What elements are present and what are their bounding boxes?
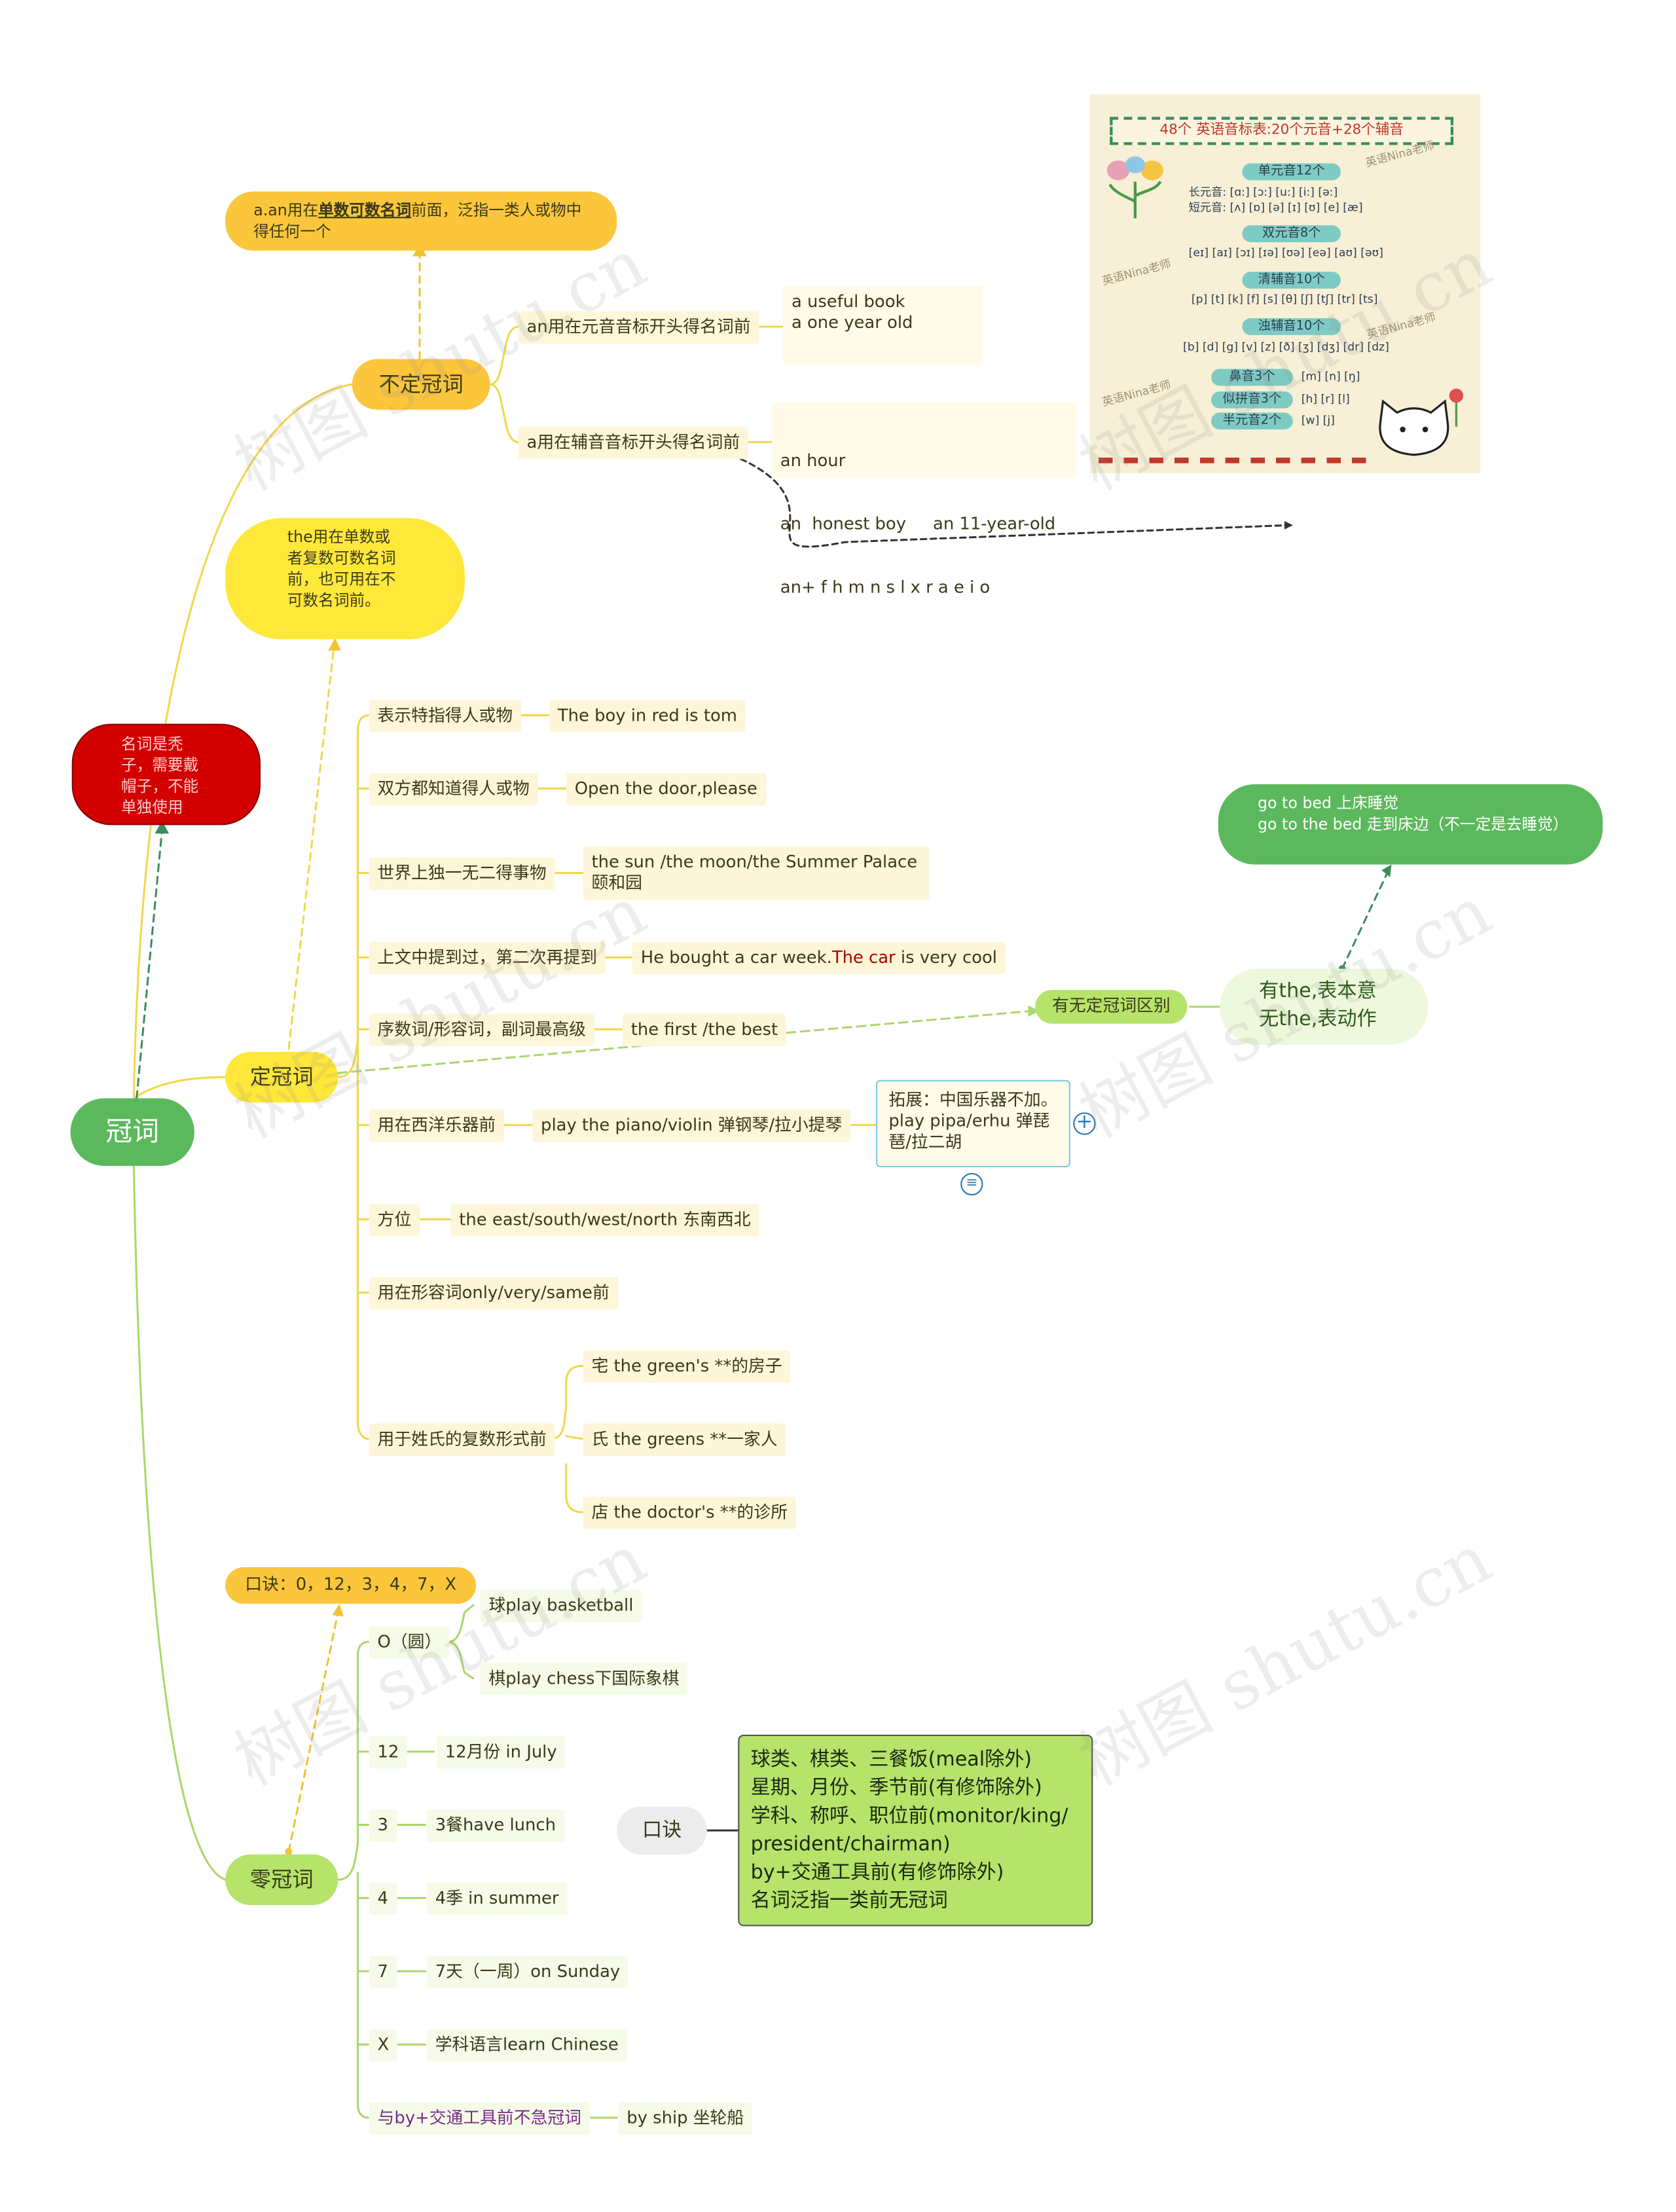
mentioned-example-tail: is very cool — [895, 947, 997, 968]
nasal-tag: 鼻音3个 — [1211, 369, 1293, 386]
voiceless-consonants: [p] [t] [k] [f] [s] [θ] [ʃ] [tʃ] [tr] [t… — [1191, 293, 1378, 306]
vowel-tag: 单元音12个 — [1242, 163, 1341, 181]
zero-mnemonic-top[interactable]: 口诀：0，12，3，4，7，X — [225, 1567, 477, 1604]
zero-key-transport[interactable]: 与by+交通工具前不急冠词 — [369, 2102, 590, 2135]
mnemonic-line-4: by+交通工具前(有修饰除外) — [750, 1861, 1004, 1884]
expand-plus-icon[interactable]: + — [1073, 1112, 1096, 1135]
definite-example-mentioned[interactable]: He bought a car week.The car is very coo… — [632, 941, 1006, 975]
zero-key-7[interactable]: 7 — [369, 1955, 397, 1989]
definite-example-specific[interactable]: The boy in red is tom — [549, 699, 746, 733]
an-example-1: a useful book — [791, 291, 905, 312]
definite-article-node[interactable]: 定冠词 — [225, 1051, 338, 1103]
definite-rule-instruments[interactable]: 用在西洋乐器前 — [369, 1109, 505, 1142]
meaning-without-the: 无the,表动作 — [1259, 1008, 1377, 1031]
mentioned-example-text: He bought a car week. — [640, 947, 832, 968]
with-without-the-node[interactable]: 有无定冠词区别 — [1035, 990, 1188, 1024]
indefinite-note-after: 前面，泛指一类人或物中得任何一个 — [253, 201, 582, 241]
zero-example-season[interactable]: 4季 in summer — [426, 1882, 568, 1915]
definite-example-direction[interactable]: the east/south/west/north 东南西北 — [450, 1204, 759, 1237]
an-example-2: a one year old — [791, 312, 913, 333]
definite-example-unique[interactable]: the sun /the moon/the Summer Palace颐和园 — [583, 846, 930, 900]
definite-example-instruments[interactable]: play the piano/violin 弹钢琴/拉小提琴 — [532, 1109, 851, 1142]
zero-key-12[interactable]: 12 — [369, 1736, 408, 1769]
zero-example-ship[interactable]: by ship 坐轮船 — [618, 2102, 753, 2135]
mnemonic-list[interactable]: 球类、棋类、三餐饭(meal除外) 星期、月份、季节前(有修饰除外) 学科、称呼… — [738, 1734, 1093, 1927]
definite-rule-known[interactable]: 双方都知道得人或物 — [369, 772, 538, 806]
root-node[interactable]: 冠词 — [70, 1098, 194, 1166]
indefinite-note-before: a.an用在 — [253, 201, 319, 220]
zero-example-weekday[interactable]: 7天（一周）on Sunday — [426, 1955, 629, 1989]
definite-note[interactable]: the用在单数或者复数可数名词前，也可用在不可数名词前。 — [225, 518, 465, 640]
bed-example-2: go to the bed 走到床边（不一定是去睡觉） — [1258, 815, 1569, 834]
phonetic-chart-title: 48个 英语音标表:20个元音+28个辅音 — [1110, 117, 1454, 145]
definite-rule-unique[interactable]: 世界上独一无二得事物 — [369, 857, 555, 890]
nasals: [m] [n] [ŋ] — [1301, 370, 1360, 384]
long-vowels: 长元音: [ɑ:] [ɔ:] [u:] [i:] [ə:] — [1188, 185, 1338, 199]
an-examples[interactable]: a useful book a one year old — [783, 285, 983, 365]
zero-example-subject[interactable]: 学科语言learn Chinese — [426, 2029, 627, 2061]
zero-key-3[interactable]: 3 — [369, 1809, 397, 1842]
voiced-tag: 浊辅音10个 — [1242, 318, 1341, 335]
mnemonic-line-2: 星期、月份、季节前(有修饰除外) — [750, 1777, 1042, 1800]
zero-example-ball[interactable]: 球play basketball — [480, 1589, 642, 1622]
note-list-icon[interactable]: ≡ — [960, 1172, 983, 1196]
zero-example-chess[interactable]: 棋play chess下国际象棋 — [480, 1663, 688, 1695]
definite-rule-surnames[interactable]: 用于姓氏的复数形式前 — [369, 1423, 555, 1457]
meaning-with-the: 有the,表本意 — [1259, 980, 1377, 1003]
short-vowels: 短元音: [ʌ] [ɒ] [ə] [ɪ] [ʊ] [e] [æ] — [1188, 201, 1363, 214]
chart-watermark-2: 英语Nina老师 — [1101, 257, 1173, 288]
a-example-3: an+ f h m n s l x r a e i o — [780, 577, 991, 597]
definite-rule-superlative[interactable]: 序数词/形容词，副词最高级 — [369, 1013, 594, 1047]
chart-watermark-4: 英语Nina老师 — [1101, 378, 1173, 409]
a-examples[interactable]: an hour an honest boy an 11-year-old an+… — [771, 403, 1076, 597]
definite-example-known[interactable]: Open the door,please — [566, 772, 766, 806]
surname-example-family[interactable]: 氏 the greens **一家人 — [583, 1423, 786, 1457]
a-example-1: an hour — [780, 450, 846, 471]
a-example-2: an honest boy an 11-year-old — [780, 514, 1056, 534]
voiced-consonants: [b] [d] [g] [v] [z] [ð] [ʒ] [dʒ] [dr] [d… — [1183, 340, 1389, 354]
mnemonic-line-1: 球类、棋类、三餐饭(meal除外) — [750, 1749, 1032, 1771]
tulip-icon — [1106, 156, 1163, 219]
definite-rule-adjectives[interactable]: 用在形容词only/very/same前 — [369, 1277, 618, 1310]
a-rule[interactable]: a用在辅音音标开头得名词前 — [518, 426, 749, 460]
indefinite-article-node[interactable]: 不定冠词 — [352, 359, 490, 410]
zero-example-meal[interactable]: 3餐have lunch — [426, 1809, 564, 1842]
indefinite-note[interactable]: a.an用在单数可数名词前面，泛指一类人或物中得任何一个 — [225, 191, 617, 251]
mnemonic-label[interactable]: 口诀 — [617, 1806, 707, 1855]
meaning-node[interactable]: 有the,表本意 无the,表动作 — [1219, 968, 1429, 1045]
definite-example-superlative[interactable]: the first /the best — [622, 1013, 786, 1047]
extension-note[interactable]: 拓展：中国乐器不加。play pipa/erhu 弹琵琶/拉二胡 — [876, 1079, 1070, 1168]
pinyin-like: [h] [r] [l] — [1301, 393, 1350, 406]
an-rule[interactable]: an用在元音音标开头得名词前 — [518, 311, 759, 344]
indefinite-note-bold: 单数可数名词 — [318, 201, 412, 220]
definite-rule-direction[interactable]: 方位 — [369, 1204, 420, 1237]
chart-bottom-stripe — [1098, 458, 1366, 463]
mnemonic-line-3: 学科、称呼、职位前(monitor/king/president/chairma… — [750, 1805, 1068, 1856]
surname-example-house[interactable]: 宅 the green's **的房子 — [583, 1350, 791, 1383]
mnemonic-line-5: 名词泛指一类前无冠词 — [750, 1889, 948, 1912]
zero-key-x[interactable]: X — [369, 2029, 398, 2061]
bed-examples-node[interactable]: go to bed 上床睡觉 go to the bed 走到床边（不一定是去睡… — [1218, 784, 1603, 865]
bed-example-1: go to bed 上床睡觉 — [1258, 794, 1399, 813]
zero-key-4[interactable]: 4 — [369, 1882, 397, 1915]
mentioned-example-red: The car — [831, 947, 896, 968]
zero-key-circle[interactable]: O（圆） — [369, 1626, 450, 1659]
diphthong-tag: 双元音8个 — [1242, 225, 1341, 242]
definite-rule-specific[interactable]: 表示特指得人或物 — [369, 699, 521, 733]
semivowels: [w] [j] — [1301, 414, 1335, 427]
noun-note[interactable]: 名词是秃子，需要戴帽子，不能单独使用 — [71, 723, 261, 825]
voiceless-tag: 清辅音10个 — [1242, 272, 1341, 289]
diphthongs: [eɪ] [aɪ] [ɔɪ] [ɪə] [ʊə] [eə] [aʊ] [əʊ] — [1188, 246, 1383, 259]
zero-article-node[interactable]: 零冠词 — [225, 1854, 338, 1906]
cat-icon — [1379, 388, 1464, 456]
definite-rule-mentioned[interactable]: 上文中提到过，第二次再提到 — [369, 941, 606, 975]
semivowel-tag: 半元音2个 — [1211, 412, 1293, 430]
chart-watermark-3: 英语Nina老师 — [1365, 310, 1438, 342]
surname-example-shop[interactable]: 店 the doctor's **的诊所 — [583, 1496, 796, 1529]
zero-example-month[interactable]: 12月份 in July — [436, 1736, 566, 1769]
phonetic-chart-image[interactable]: 48个 英语音标表:20个元音+28个辅音 单元音12个 长元音: [ɑ:] [… — [1090, 94, 1480, 473]
pinyin-like-tag: 似拼音3个 — [1211, 391, 1293, 408]
